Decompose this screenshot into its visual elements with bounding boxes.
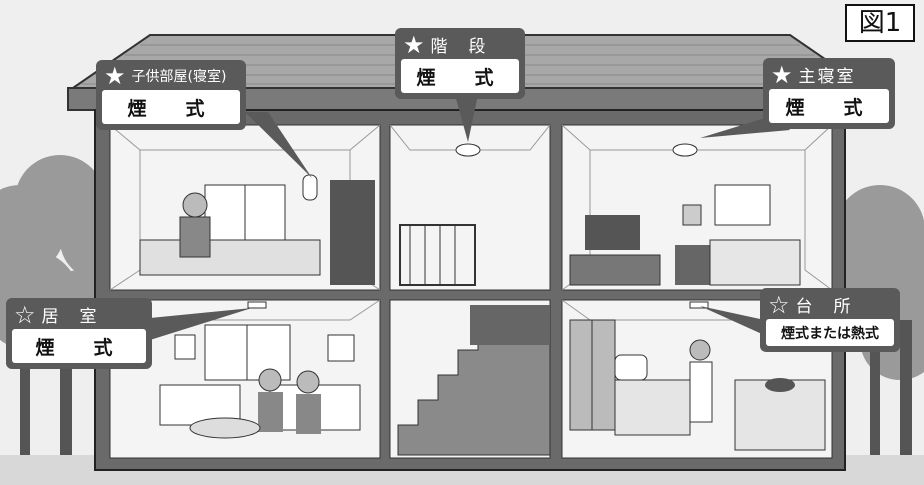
bookshelf <box>330 180 375 285</box>
stair-railing <box>399 224 476 286</box>
wall-picture <box>714 184 771 226</box>
callout-kids-room: ★ 子供部屋(寝室) 煙 式 <box>96 60 246 130</box>
callout-kitchen: ☆ 台 所 煙式または熱式 <box>760 288 900 352</box>
outline-star-icon: ☆ <box>768 290 792 319</box>
kids-bed <box>139 239 321 276</box>
room-name: 子供部屋(寝室) <box>131 69 227 85</box>
outline-star-icon: ☆ <box>14 300 38 329</box>
detector-type: 煙式または熱式 <box>766 319 894 346</box>
tv <box>585 215 640 250</box>
room-name: 階 段 <box>430 37 488 57</box>
filled-star-icon: ★ <box>771 60 795 89</box>
master-bed <box>709 239 801 286</box>
callout-living-room: ☆ 居 室 煙 式 <box>6 298 152 369</box>
master-bedroom-detector <box>672 143 698 157</box>
detector-type: 煙 式 <box>102 90 240 124</box>
living-room-detector <box>247 301 267 309</box>
kids-room-detector <box>302 174 318 201</box>
callout-master-bedroom: ★ 主寝室 煙 式 <box>763 58 895 129</box>
room-name: 居 室 <box>41 307 99 327</box>
kitchen-detector <box>689 301 709 309</box>
callout-stairs: ★ 階 段 煙 式 <box>395 28 525 99</box>
filled-star-icon: ★ <box>104 62 128 90</box>
filled-star-icon: ★ <box>403 30 427 59</box>
detector-type: 煙 式 <box>401 59 519 93</box>
stairs-detector <box>455 143 481 157</box>
rice-cooker <box>614 354 648 381</box>
room-name: 台 所 <box>795 297 853 317</box>
figure-label: 図1 <box>845 4 915 42</box>
room-name: 主寝室 <box>798 67 856 87</box>
detector-type: 煙 式 <box>12 329 146 363</box>
coffee-table <box>189 417 261 439</box>
detector-type: 煙 式 <box>769 89 889 123</box>
